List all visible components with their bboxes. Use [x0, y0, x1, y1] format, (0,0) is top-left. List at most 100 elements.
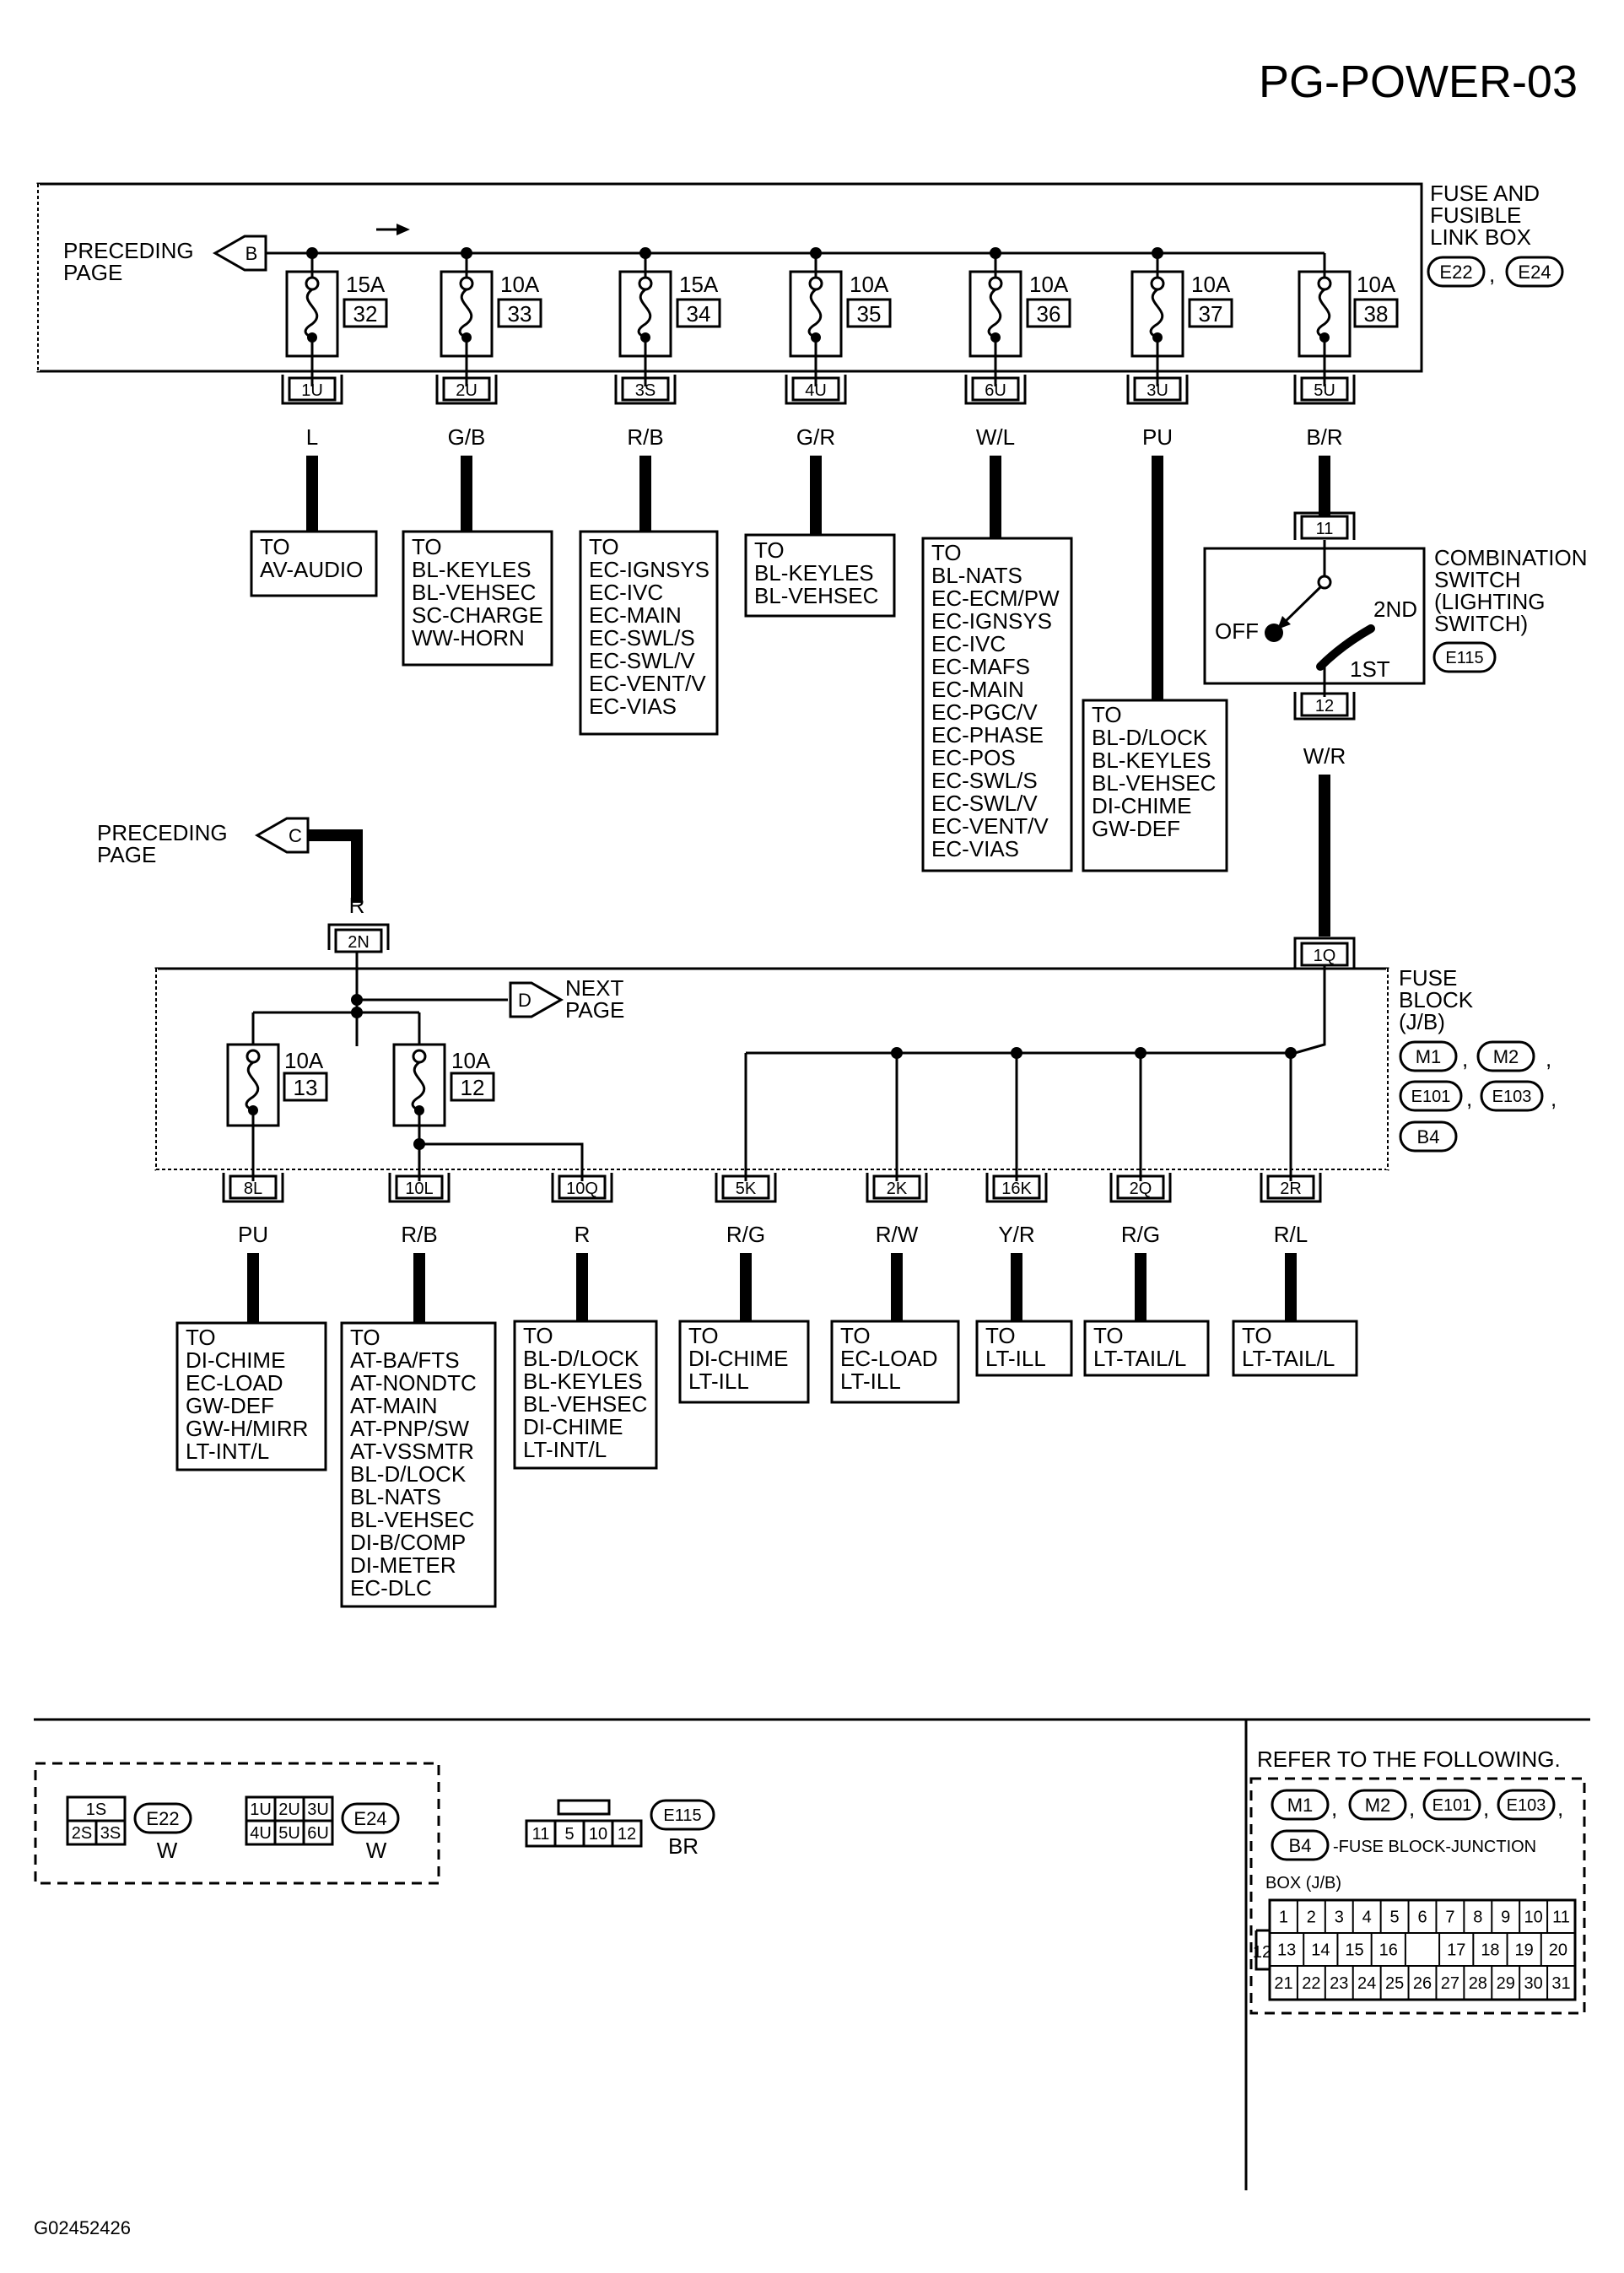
dest-36-line-8: EC-PGC/V: [931, 699, 1038, 725]
dest-10L-line-10: DI-B/COMP: [350, 1530, 466, 1555]
dest-33-line-2: BL-KEYLES: [412, 557, 531, 582]
dest-36-line-12: EC-SWL/V: [931, 791, 1038, 816]
jb-pin: 24: [1357, 1974, 1376, 1993]
upper-fuse-32: 15A 32 1U L TO AV-AUDIO: [250, 247, 388, 597]
dest-10L-line-3: AT-NONDTC: [350, 1370, 477, 1396]
jb-pin: 23: [1330, 1974, 1348, 1993]
dest-16K-line-2: LT-ILL: [985, 1346, 1046, 1371]
jb-pin: 28: [1469, 1974, 1487, 1993]
dest-10L-line-11: DI-METER: [350, 1552, 456, 1578]
fuse-33-number: 33: [508, 301, 532, 327]
dest-34-line-1: TO: [589, 534, 619, 559]
preceding-page-b-ref: B: [245, 243, 258, 264]
fuse-link-box: PRECEDING PAGE B FUSE AND FUSIBLE LINK B…: [36, 181, 1564, 373]
fuse-block-sep-1: ,: [1462, 1046, 1468, 1072]
combination-switch-label-2: SWITCH: [1434, 567, 1521, 592]
wire-W-R: W/R: [1303, 743, 1346, 769]
dest-34-line-5: EC-SWL/S: [589, 625, 695, 651]
e22-code: E22: [146, 1808, 179, 1829]
jb-pin: 2: [1307, 1909, 1316, 1927]
conn-3U: 3U: [1147, 381, 1168, 400]
e24-pin-1U: 1U: [250, 1801, 272, 1819]
dest-10L-line-1: TO: [350, 1325, 380, 1350]
dest-2Q-line-1: TO: [1093, 1323, 1124, 1348]
e24-pin-6U: 6U: [307, 1824, 329, 1843]
fuse-36-number: 36: [1037, 301, 1061, 327]
dest-10L-line-5: AT-PNP/SW: [350, 1416, 470, 1441]
fuse-block-label-2: BLOCK: [1399, 987, 1474, 1012]
refer-desc-2: BOX (J/B): [1265, 1874, 1341, 1892]
dest-10Q-line-5: DI-CHIME: [523, 1414, 623, 1439]
jb-pin: 17: [1447, 1941, 1465, 1960]
dest-8L-line-4: GW-DEF: [186, 1393, 274, 1418]
wire-R-B-upper: R/B: [627, 424, 663, 450]
wire-R-G-1: R/G: [726, 1222, 765, 1247]
dest-10Q-line-6: LT-INT/L: [523, 1437, 607, 1462]
dest-37-line-6: GW-DEF: [1092, 816, 1180, 841]
output-8L: 8L PU TO DI-CHIME EC-LOAD GW-DEF GW-H/MI…: [175, 1173, 327, 1471]
dest-8L-line-6: LT-INT/L: [186, 1439, 269, 1464]
jb-pin: 18: [1481, 1941, 1499, 1960]
dest-32-line-1: TO: [260, 534, 290, 559]
next-page-d-label-2: PAGE: [565, 997, 624, 1023]
dest-36-line-14: EC-VIAS: [931, 836, 1019, 861]
fuse-35-rating: 10A: [850, 272, 889, 297]
dest-5K-line-1: TO: [688, 1323, 719, 1348]
jb-pin: 19: [1515, 1941, 1534, 1960]
connector-e22-face: 1S 2S 3S E22 W: [66, 1795, 192, 1863]
dest-36-line-13: EC-VENT/V: [931, 813, 1049, 839]
wire-R-input: R: [349, 893, 365, 918]
dest-36-line-9: EC-PHASE: [931, 722, 1044, 748]
e24-pin-5U: 5U: [278, 1824, 300, 1843]
jb-pin: 21: [1274, 1974, 1292, 1993]
jb-pin: 31: [1551, 1974, 1570, 1993]
dest-36-line-2: BL-NATS: [931, 563, 1022, 588]
conn-8L: 8L: [244, 1180, 262, 1198]
fuse-13-number: 13: [294, 1075, 318, 1100]
next-page-d-ref: D: [518, 990, 531, 1011]
e115-pin-11: 11: [532, 1825, 550, 1844]
dest-37-line-2: BL-D/LOCK: [1092, 725, 1208, 750]
dest-36-line-6: EC-MAFS: [931, 654, 1030, 679]
preceding-page-c-ref: C: [289, 825, 302, 846]
wire-R-B-lower: R/B: [401, 1222, 437, 1247]
dest-10L-line-4: AT-MAIN: [350, 1393, 438, 1418]
output-10L: 10L R/B TO AT-BA/FTS AT-NONDTC AT-MAIN A…: [340, 1173, 497, 1608]
connector-e24-face: 1U 2U 3U 4U 5U 6U E24 W: [245, 1795, 400, 1863]
jb-pin: 6: [1417, 1909, 1427, 1927]
jb-pin: 5: [1390, 1909, 1400, 1927]
refer-m1: M1: [1287, 1795, 1314, 1816]
switch-pin-in: 11: [1316, 520, 1334, 538]
e24-code: E24: [353, 1808, 386, 1829]
dest-34-line-6: EC-SWL/V: [589, 648, 695, 673]
next-page-d-label-1: NEXT: [565, 975, 623, 1001]
fuse-link-box-label-3: LINK BOX: [1430, 224, 1531, 250]
upper-fuse-35: 10A 35 4U G/R TO BL-KEYLES BL-VEHSEC: [744, 247, 896, 618]
e24-pin-3U: 3U: [307, 1801, 329, 1819]
conn-2Q: 2Q: [1130, 1180, 1152, 1198]
dest-10L-line-6: AT-VSSMTR: [350, 1439, 474, 1464]
dest-37-line-4: BL-VEHSEC: [1092, 770, 1216, 796]
dest-33-line-5: WW-HORN: [412, 625, 525, 651]
jb-pin: 27: [1441, 1974, 1459, 1993]
jb-pin-12: 12: [1253, 1943, 1271, 1962]
wire-R-lower: R: [575, 1222, 591, 1247]
output-5K: 5K R/G TO DI-CHIME LT-ILL: [678, 1173, 810, 1404]
dest-33-line-1: TO: [412, 534, 442, 559]
dest-10L-line-8: BL-NATS: [350, 1484, 441, 1509]
dest-35-line-3: BL-VEHSEC: [754, 583, 878, 608]
conn-6U: 6U: [985, 381, 1006, 400]
dest-35-line-2: BL-KEYLES: [754, 560, 874, 586]
switch-pos-off: OFF: [1215, 618, 1259, 644]
fuse-13-rating: 10A: [284, 1048, 324, 1073]
wire-Y-R: Y/R: [998, 1222, 1034, 1247]
dest-33-line-3: BL-VEHSEC: [412, 580, 536, 605]
conn-5K: 5K: [736, 1180, 757, 1198]
e24-pin-2U: 2U: [278, 1801, 300, 1819]
dest-10L-line-2: AT-BA/FTS: [350, 1347, 460, 1373]
output-2R: 2R R/L TO LT-TAIL/L: [1232, 1173, 1358, 1377]
jb-pin: 1: [1279, 1909, 1288, 1927]
e22-pin-3S: 3S: [100, 1824, 121, 1843]
conn-16K: 16K: [1001, 1180, 1032, 1198]
figure-id: G02452426: [34, 2217, 131, 2238]
